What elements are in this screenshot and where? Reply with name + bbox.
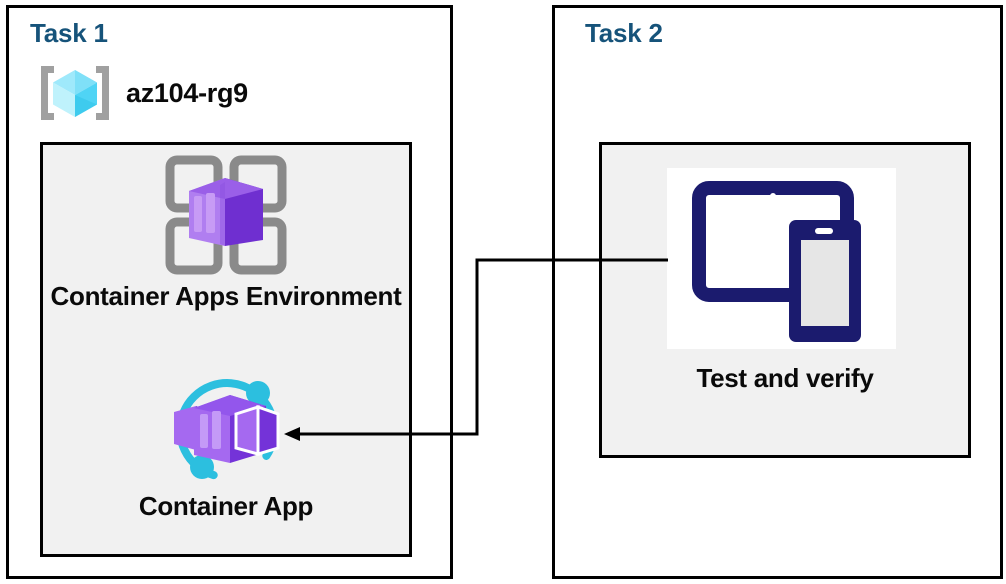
container-app-block: Container App: [40, 366, 412, 522]
container-apps-environment-block: Container Apps Environment: [40, 152, 412, 312]
task-2-title: Task 2: [585, 18, 663, 48]
container-app-icon: [162, 366, 290, 488]
container-apps-environment-label: Container Apps Environment: [50, 281, 402, 311]
test-and-verify-label: Test and verify: [696, 363, 874, 393]
container-apps-environment-icon: [162, 152, 290, 278]
devices-tablet-phone-icon: [685, 160, 885, 360]
resource-group-row: az104-rg9: [36, 62, 248, 124]
resource-group-cube-icon: [36, 62, 114, 124]
test-and-verify-block: Test and verify: [599, 160, 971, 394]
container-app-label: Container App: [138, 491, 314, 521]
resource-group-label: az104-rg9: [126, 77, 248, 108]
task-1-title: Task 1: [30, 18, 108, 48]
